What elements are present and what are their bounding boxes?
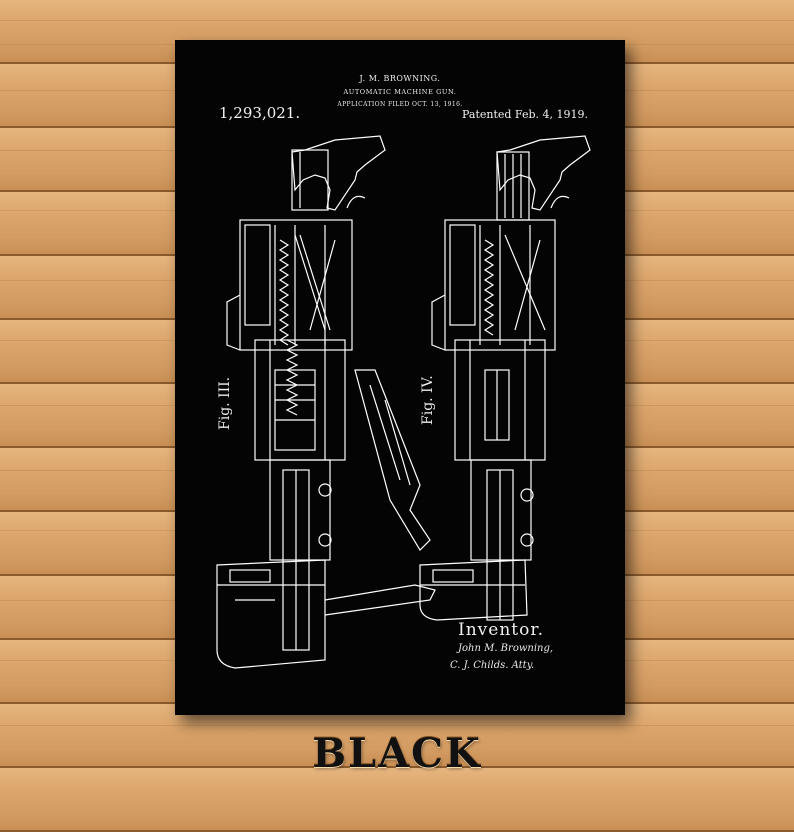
inventor-signature: John M. Browning, — [458, 643, 554, 654]
wood-plank — [0, 768, 794, 832]
color-caption: BLACK — [312, 730, 482, 777]
right-gun-drawing — [419, 135, 591, 621]
left-gun-drawing — [216, 135, 436, 669]
patent-inventor-header: J. M. BROWNING. — [359, 74, 441, 83]
figure-label-right: Fig. IV. — [420, 375, 436, 425]
inventor-label: Inventor. — [458, 620, 545, 640]
patent-number: 1,293,021. — [219, 104, 301, 122]
patent-invention-title: AUTOMATIC MACHINE GUN. — [343, 88, 457, 96]
patent-poster: J. M. BROWNING. AUTOMATIC MACHINE GUN. A… — [175, 40, 625, 715]
attorney-signature: C. J. Childs. Atty. — [450, 660, 535, 671]
patent-application-filed: APPLICATION FILED OCT. 13, 1916. — [337, 101, 463, 108]
patent-date: Patented Feb. 4, 1919. — [461, 108, 588, 121]
figure-label-left: Fig. III. — [217, 376, 233, 430]
patent-drawing — [216, 135, 591, 669]
